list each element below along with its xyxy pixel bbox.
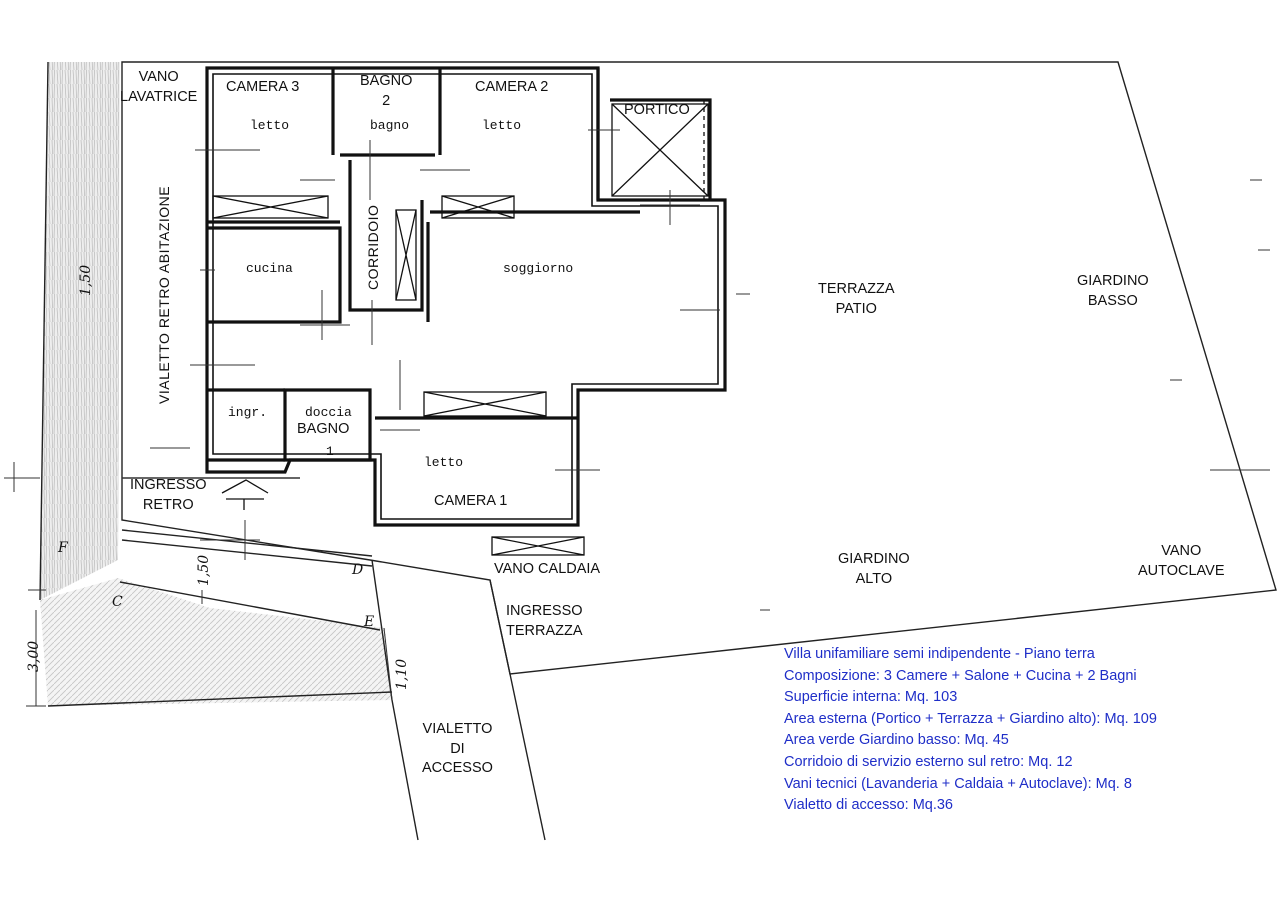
window-camera1 [423,391,547,417]
left-edge-line [39,61,49,601]
wall-portico [596,68,712,200]
info-line-technical-rooms: Vani tecnici (Lavanderia + Caldaia + Aut… [784,775,1132,792]
window-camera3 [212,195,329,219]
label-cucina: cucina [246,261,293,276]
label-doccia: doccia [305,405,352,420]
portico-cross [611,103,709,197]
info-line-external-area: Area esterna (Portico + Terrazza + Giard… [784,710,1157,727]
label-camera-1: CAMERA 1 [434,493,508,509]
wall-bedrooms-bottom [207,210,640,224]
info-line-composition: Composizione: 3 Camere + Salone + Cucina… [784,667,1137,684]
wall-corridoio [348,160,424,312]
wall-ingr [207,388,285,462]
label-vano-lavatrice: VANO LAVATRICE [120,69,198,105]
label-letto-3: letto [250,118,290,133]
label-ingresso-terrazza: INGRESSO TERRAZZA [506,603,583,639]
left-strip-texture [40,62,120,600]
dimension-1-50-top: 1,50 [78,264,94,296]
label-ingresso-retro: INGRESSO RETRO [130,477,207,513]
mark-d: D [352,562,364,578]
window-caldaia [491,536,585,556]
label-vano-autoclave: VANO AUTOCLAVE [1138,543,1225,579]
label-camera-2: CAMERA 2 [475,79,549,95]
info-line-service-corridor: Corridoio di servizio esterno sul retro:… [784,753,1073,770]
label-corridoio: CORRIDOIO [365,204,381,290]
label-bagno-2-sub: bagno [370,118,410,133]
access-path-right-edge [489,579,546,841]
label-bagno-1-num: 1 [326,444,334,459]
label-letto-1: letto [424,455,464,470]
property-info-block: Villa unifamiliare semi indipendente - P… [784,644,1157,817]
dimension-3-00: 3,00 [26,640,42,672]
info-line-green-area: Area verde Giardino basso: Mq. 45 [784,732,1009,749]
label-vano-caldaia: VANO CALDAIA [494,561,601,577]
property-boundary [121,61,1277,675]
mark-f: F [58,540,68,556]
label-bagno-1: BAGNO [297,421,350,437]
label-ingr: ingr. [228,405,268,420]
entry-arrow-icon [221,479,269,510]
info-line-access-path: Vialetto di accesso: Mq.36 [784,797,953,814]
dimension-1-50-bottom: 1,50 [196,554,212,586]
lower-edge-line [47,691,393,707]
house-inner-wall-offset [212,73,719,520]
label-bagno-2: BAGNO 2 [360,73,413,109]
diagonal-line [119,581,381,631]
label-soggiorno: soggiorno [503,261,574,276]
dimension-1-10: 1,10 [394,658,410,690]
info-line-internal-area: Superficie interna: Mq. 103 [784,689,958,706]
wall-cucina [207,226,342,324]
mark-e: E [364,614,375,630]
label-giardino-alto: GIARDINO ALTO [838,551,910,587]
wall-bagno1 [283,388,372,462]
info-line-title: Villa unifamiliare semi indipendente - P… [784,646,1095,662]
window-camera2 [441,195,515,219]
label-vialetto-accesso: VIALETTO DI ACCESSO [422,721,493,777]
label-portico: PORTICO [624,102,690,118]
label-vialetto-retro: VIALETTO RETRO ABITAZIONE [156,185,172,404]
lower-left-hatched-area [40,578,392,706]
label-camera-3: CAMERA 3 [226,79,300,95]
entry-corridor-line [121,529,373,557]
label-giardino-basso: GIARDINO BASSO [1077,273,1149,309]
label-letto-2: letto [482,118,522,133]
entry-corridor-line-2 [121,539,373,567]
window-corridoio [395,209,417,301]
label-terrazza-patio: TERRAZZA PATIO [818,281,895,317]
mark-c: C [112,594,123,610]
